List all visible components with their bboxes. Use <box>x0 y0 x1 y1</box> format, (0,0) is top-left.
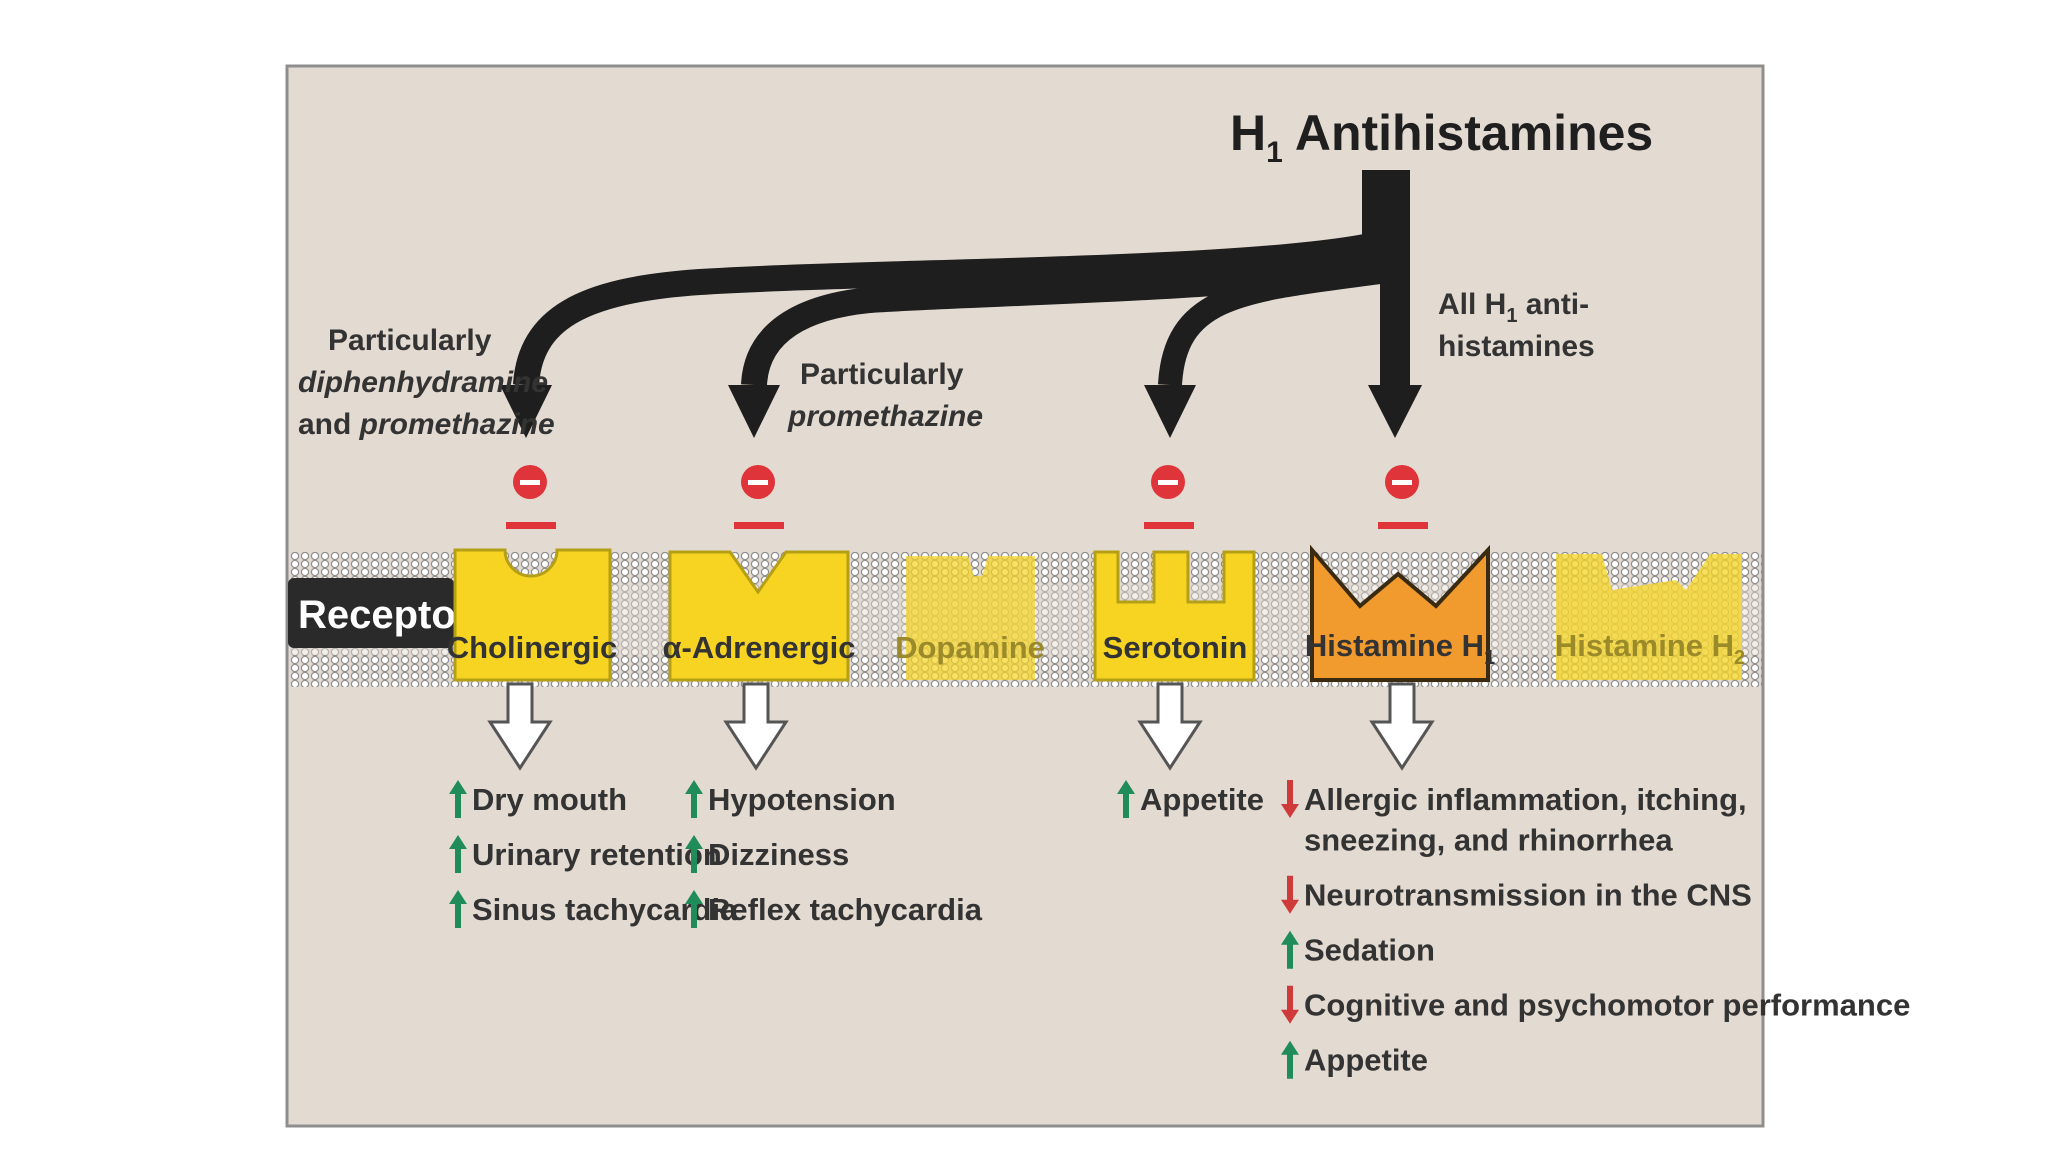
receptor-cholinergic: Cholinergic <box>447 548 618 682</box>
inhibit-symbol-serotonin <box>1144 465 1194 529</box>
arrow-to-cholinergic <box>513 227 1399 387</box>
title: H1 Antihistamines <box>1230 105 1653 169</box>
arrowhead-serotonin <box>1144 385 1196 438</box>
effect-item: Dry mouth <box>472 782 627 817</box>
receptor-dopamine: Dopamine <box>895 556 1045 680</box>
receptor-serotonin: Serotonin <box>1093 550 1256 682</box>
increase-arrow-icon <box>685 780 703 818</box>
annotation-cholinergic: Particularly diphenhydramine and prometh… <box>298 324 555 441</box>
inhibit-symbol-h1 <box>1378 465 1428 529</box>
receptor-histamine-h2: Histamine H2 <box>1555 554 1745 680</box>
annotation-all-line2: histamines <box>1438 330 1595 363</box>
effects-h1: Allergic inflammation, itching, sneezing,… <box>1281 780 1910 1079</box>
receptor-histamine-h1-label: Histamine H1 <box>1305 628 1495 669</box>
effects-serotonin: Appetite <box>1117 780 1264 818</box>
effect-item: Dizziness <box>708 837 849 872</box>
outcome-arrow-serotonin <box>1137 682 1203 771</box>
arrowhead-cholinergic <box>500 385 552 438</box>
increase-arrow-icon <box>685 890 703 928</box>
effect-item: Sedation <box>1304 933 1435 968</box>
effect-item: Reflex tachycardia <box>708 892 983 927</box>
effect-item: Appetite <box>1304 1043 1428 1078</box>
receptor-dopamine-label: Dopamine <box>895 630 1045 665</box>
inhibit-symbol-cholinergic <box>506 465 556 529</box>
decrease-arrow-icon <box>1281 875 1299 914</box>
increase-arrow-icon <box>1281 930 1299 969</box>
inhibit-symbol-adrenergic <box>734 465 784 529</box>
receptor-histamine-h1: Histamine H1 <box>1305 544 1495 682</box>
outcome-arrow-h1 <box>1369 682 1435 771</box>
effect-item: Cognitive and psychomotor performance <box>1304 988 1910 1023</box>
increase-arrow-icon <box>449 890 467 928</box>
effect-item: Urinary retention <box>472 837 722 872</box>
outcome-arrow-cholinergic <box>487 682 553 771</box>
arrow-to-h1-stem-left <box>1362 170 1382 242</box>
outcome-arrow-adrenergic <box>723 682 789 771</box>
increase-arrow-icon <box>1281 1040 1299 1079</box>
receptor-adrenergic: α-Adrenergic <box>662 550 856 682</box>
effect-item: sneezing, and rhinorrhea <box>1304 823 1673 858</box>
arrowhead-adrenergic <box>728 385 780 438</box>
annotation-all-line1: All H1 anti- <box>1438 288 1589 327</box>
effect-item: Neurotransmission in the CNS <box>1304 878 1752 913</box>
annotation-cholinergic-line3: and promethazine <box>298 408 555 441</box>
effect-item: Allergic inflammation, itching, <box>1304 782 1747 817</box>
annotation-all-h1: All H1 anti- histamines <box>1438 288 1595 363</box>
increase-arrow-icon <box>1117 780 1135 818</box>
decrease-arrow-icon <box>1281 985 1299 1024</box>
annotation-cholinergic-line2: diphenhydramine <box>298 366 548 399</box>
arrow-to-serotonin <box>1158 258 1397 386</box>
receptor-serotonin-label: Serotonin <box>1103 630 1248 665</box>
annotation-adrenergic: Particularly promethazine <box>787 358 983 433</box>
increase-arrow-icon <box>685 835 703 873</box>
effect-item: Appetite <box>1140 782 1264 817</box>
receptor-cholinergic-label: Cholinergic <box>447 630 618 665</box>
arrow-to-h1-stem <box>1380 170 1410 390</box>
receptor-histamine-h2-label: Histamine H2 <box>1555 628 1745 669</box>
annotation-cholinergic-line1: Particularly <box>328 324 492 357</box>
receptor-adrenergic-label: α-Adrenergic <box>662 630 855 665</box>
increase-arrow-icon <box>449 780 467 818</box>
annotation-adrenergic-line2: promethazine <box>787 400 983 433</box>
arrowhead-h1 <box>1368 385 1422 438</box>
increase-arrow-icon <box>449 835 467 873</box>
annotation-adrenergic-line1: Particularly <box>800 358 964 391</box>
effect-item: Hypotension <box>708 782 896 817</box>
decrease-arrow-icon <box>1281 780 1299 818</box>
